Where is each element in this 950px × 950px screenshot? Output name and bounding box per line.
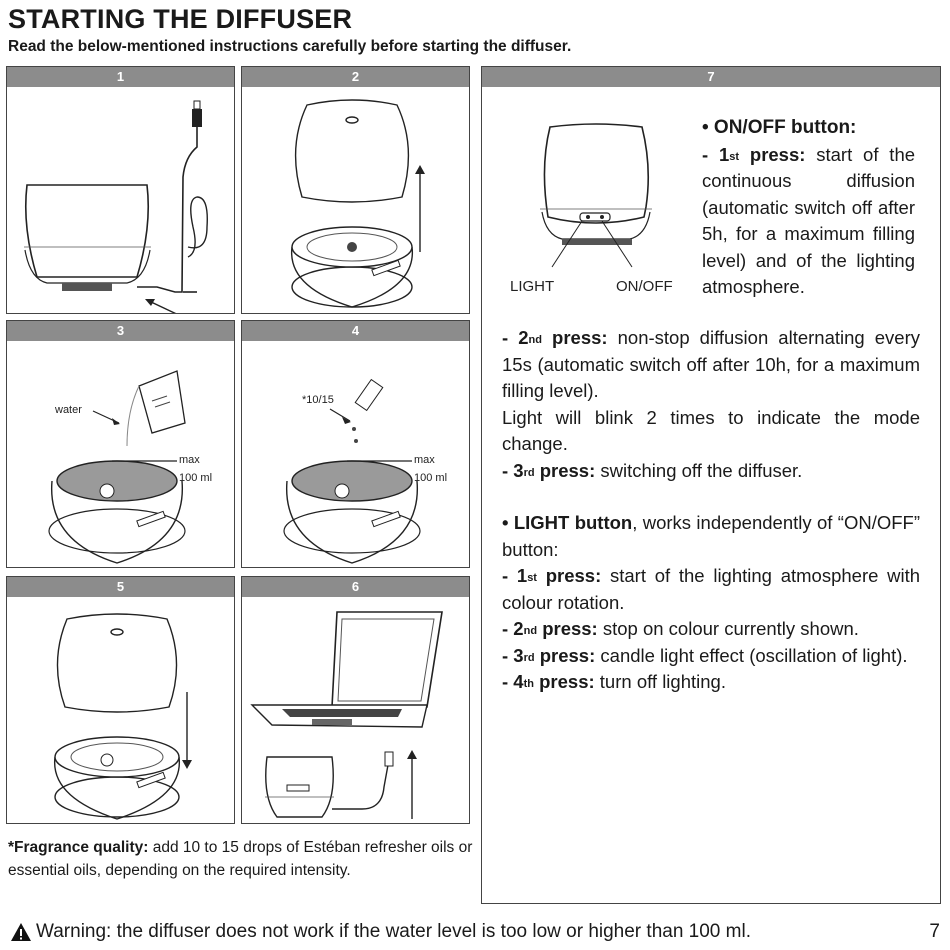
step-5-panel: 5 bbox=[6, 576, 235, 824]
step-6-illustration bbox=[250, 611, 443, 819]
page-subtitle: Read the below-mentioned instructions ca… bbox=[8, 38, 572, 55]
step-1-panel: 1 bbox=[6, 66, 235, 314]
step-7-number: 7 bbox=[482, 67, 940, 87]
onoff-heading: • ON/OFF button: bbox=[702, 117, 857, 138]
step-3-panel: 3 water max 100 ml bbox=[6, 320, 235, 568]
step-2-illustration bbox=[290, 99, 425, 308]
volume-label: 100 ml bbox=[414, 472, 447, 484]
page-number: 7 bbox=[929, 921, 940, 942]
step-3-number: 3 bbox=[7, 321, 234, 341]
step-4-number: 4 bbox=[242, 321, 469, 341]
water-label: water bbox=[54, 404, 82, 416]
step-4-illustration: *10/15 max 100 ml bbox=[283, 378, 447, 564]
page-title: STARTING THE DIFFUSER bbox=[8, 4, 353, 34]
light-press2: - 2nd press: stop on colour currently sh… bbox=[502, 618, 859, 639]
step-4-panel: 4 *10/15 max 100 ml bbox=[241, 320, 470, 568]
max-label: max bbox=[179, 454, 200, 466]
step-2-panel: 2 bbox=[241, 66, 470, 314]
max-label: max bbox=[414, 454, 435, 466]
step-1-illustration bbox=[24, 100, 208, 313]
light-press4: - 4th press: turn off lighting. bbox=[502, 671, 726, 692]
step-7-panel: 7 LIGHT ON/OFF • ON/OFF button: - 1st pr… bbox=[481, 66, 941, 904]
light-label: LIGHT bbox=[510, 278, 554, 295]
drops-label: *10/15 bbox=[302, 394, 334, 406]
warning-text: Warning: the diffuser does not work if t… bbox=[36, 921, 751, 942]
warning-triangle-icon bbox=[11, 923, 31, 941]
volume-label: 100 ml bbox=[179, 472, 212, 484]
onoff-intro-block: • ON/OFF button: - 1st press: start of t… bbox=[702, 115, 915, 301]
step-2-number: 2 bbox=[242, 67, 469, 87]
blink-note: Light will blink 2 times to indicate the… bbox=[502, 406, 920, 455]
light-press1: - 1st press: start of the lighting atmos… bbox=[502, 565, 921, 613]
instructions-text: - 2nd press: non-stop diffusion alternat… bbox=[502, 325, 920, 696]
onoff-press1: - 1st press: start of the continuous dif… bbox=[702, 143, 916, 298]
step-1-number: 1 bbox=[7, 67, 234, 87]
step-6-number: 6 bbox=[242, 577, 469, 597]
diffuser-buttons-illustration: LIGHT ON/OFF bbox=[510, 123, 673, 295]
light-press3: - 3rd press: candle light effect (oscill… bbox=[502, 644, 908, 666]
onoff-label: ON/OFF bbox=[616, 278, 673, 295]
onoff-press3: - 3rd press: switching off the diffuser. bbox=[502, 459, 803, 481]
step-3-illustration: water max 100 ml bbox=[48, 370, 212, 564]
fragrance-footnote: *Fragrance quality: add 10 to 15 drops o… bbox=[8, 839, 473, 879]
onoff-press2: - 2nd press: non-stop diffusion alternat… bbox=[502, 327, 920, 401]
light-heading: • LIGHT button, works independently of “… bbox=[502, 512, 920, 560]
step-5-illustration bbox=[53, 613, 192, 820]
step-5-number: 5 bbox=[7, 577, 234, 597]
step-6-panel: 6 bbox=[241, 576, 470, 824]
warning-notice: Warning: the diffuser does not work if t… bbox=[10, 921, 751, 943]
